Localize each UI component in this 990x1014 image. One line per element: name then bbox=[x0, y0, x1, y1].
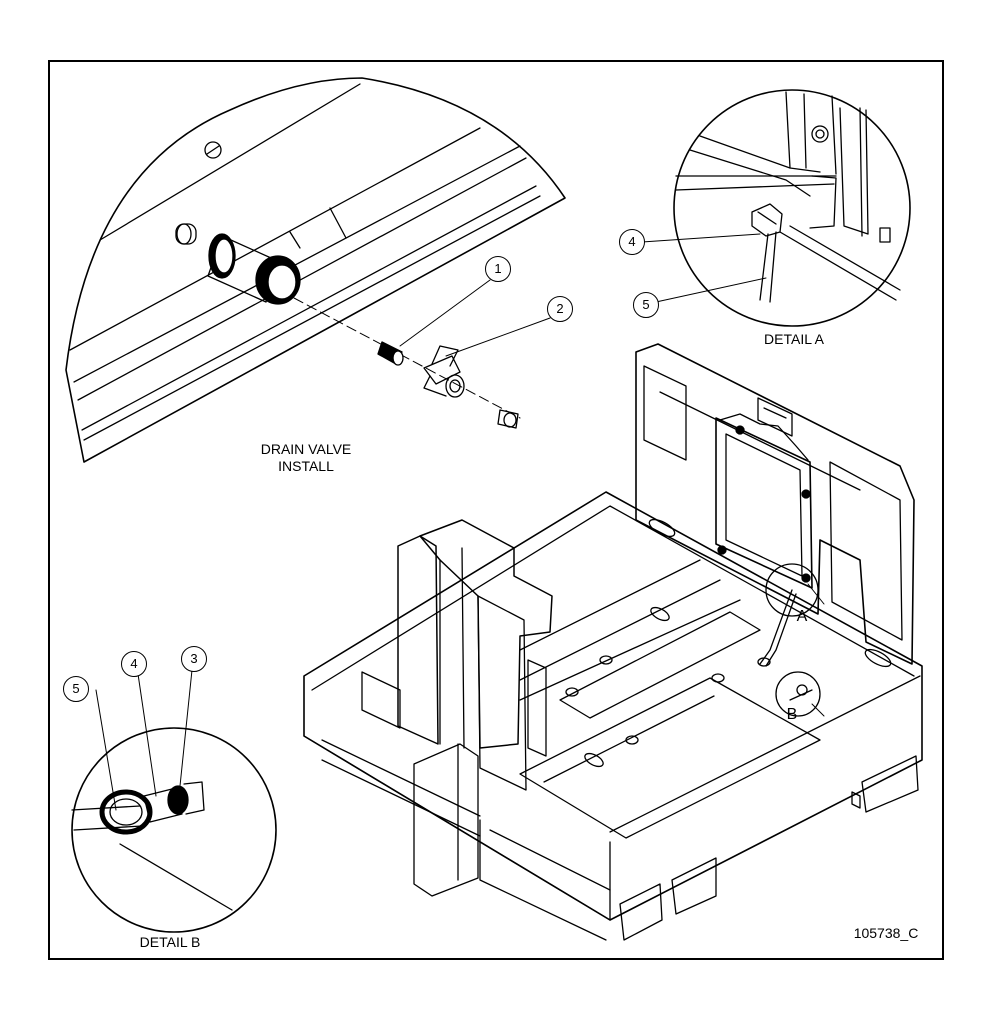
drain-valve-install-label: DRAIN VALVE INSTALL bbox=[260, 441, 352, 474]
detail-b-view bbox=[71, 669, 277, 933]
drawing-number: 105738_C bbox=[853, 925, 919, 941]
callout-detail-a-4: 4 bbox=[619, 229, 645, 255]
callout-1: 1 bbox=[485, 256, 511, 282]
callout-2: 2 bbox=[547, 296, 573, 322]
detail-a-label: DETAIL A bbox=[764, 331, 824, 347]
frame-assembly bbox=[303, 343, 923, 941]
detail-b-label: DETAIL B bbox=[139, 934, 201, 950]
callout-detail-b-5: 5 bbox=[63, 676, 89, 702]
detail-a-view bbox=[641, 89, 911, 327]
drain-valve-install-view bbox=[65, 77, 566, 463]
callout-detail-b-4: 4 bbox=[121, 651, 147, 677]
drawing-border bbox=[48, 60, 944, 960]
reference-b-label: B bbox=[786, 706, 798, 723]
reference-a-label: A bbox=[796, 608, 808, 625]
callout-detail-b-3: 3 bbox=[181, 646, 207, 672]
callout-detail-a-5: 5 bbox=[633, 292, 659, 318]
